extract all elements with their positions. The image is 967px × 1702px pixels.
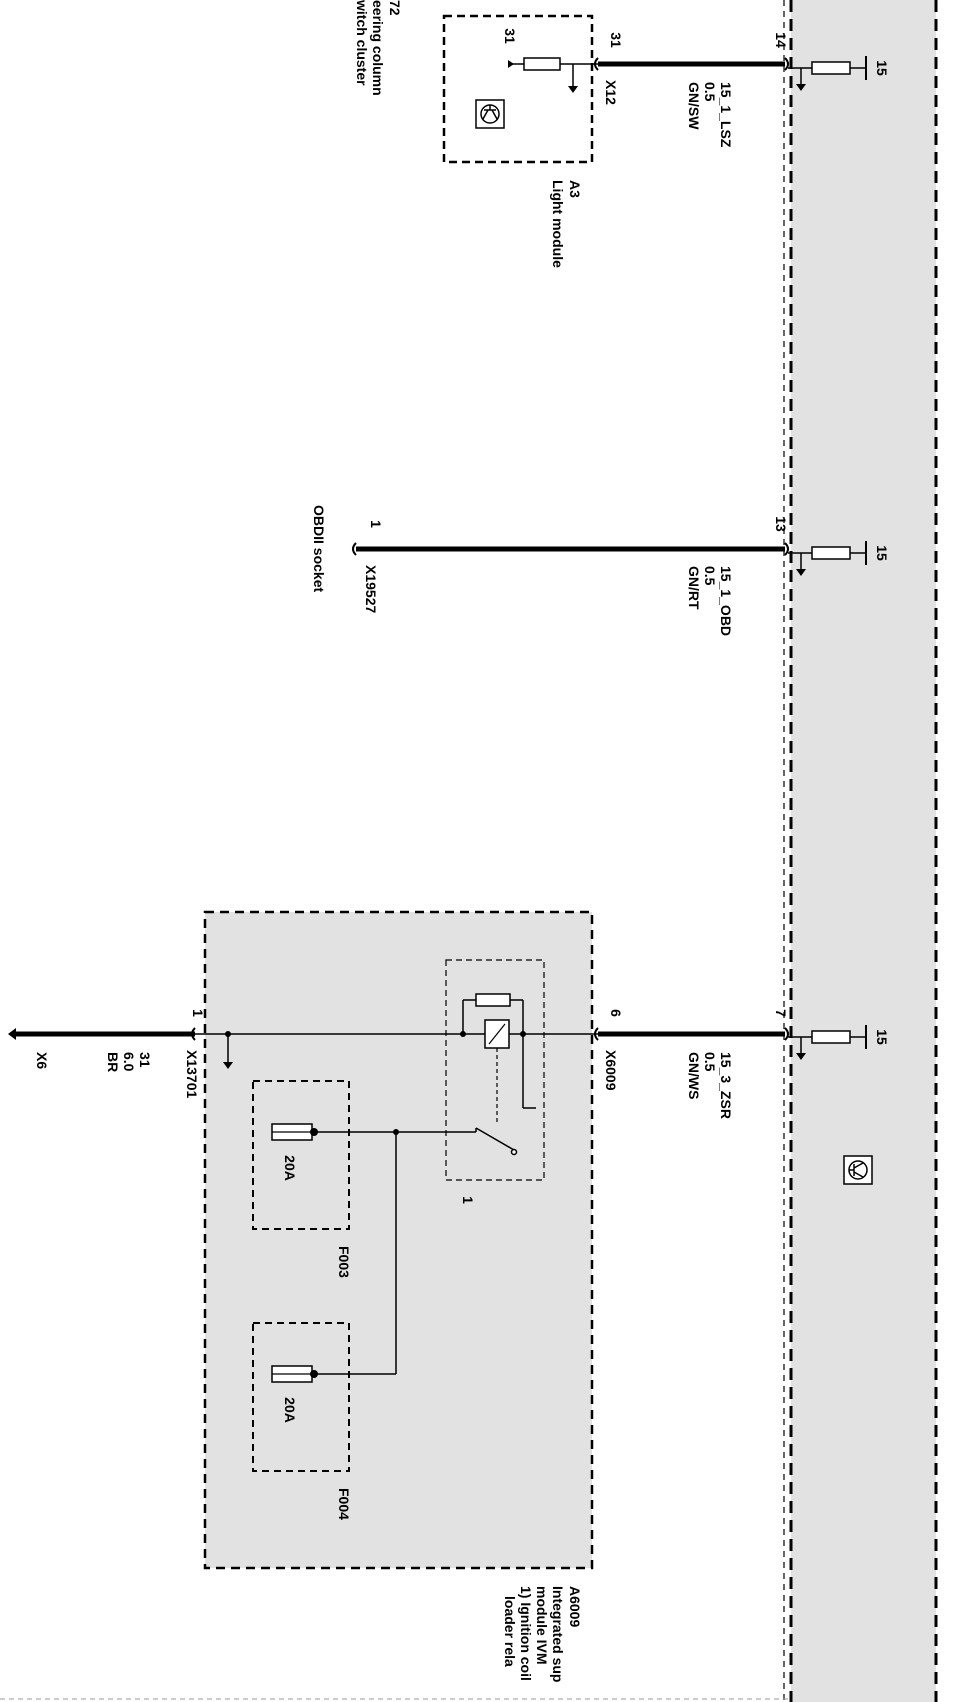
light-module-code: A3 xyxy=(567,180,583,198)
light-module-name: Light module xyxy=(550,180,566,268)
steering-column-label-2: witch cluster xyxy=(354,0,370,86)
steering-column-code: 72 xyxy=(387,0,403,16)
ground-wire-name: 31 xyxy=(137,1052,153,1068)
light-module-connector: X12 xyxy=(603,80,619,105)
fuse-f004-rating: 20A xyxy=(282,1397,298,1423)
wire-2-pin: 13 xyxy=(773,516,789,532)
right-module xyxy=(783,0,938,1702)
ivm-input-connector: X6009 xyxy=(603,1050,619,1091)
terminal-15-branch-2 xyxy=(788,541,867,576)
wire-2-name: 15_1_OBD xyxy=(718,566,734,636)
fuse-f003-name: F003 xyxy=(336,1246,352,1278)
fuse-f003-rating: 20A xyxy=(282,1155,298,1181)
ground-wire-color: BR xyxy=(105,1052,121,1072)
terminal-15-label-3: 15 xyxy=(874,1029,890,1045)
terminal-15-branch-3 xyxy=(788,1025,867,1060)
ivm-desc-2: module IVM xyxy=(534,1586,550,1665)
terminal-15-label-2: 15 xyxy=(874,545,890,561)
ground-wire-gauge: 6.0 xyxy=(121,1052,137,1072)
ground-connector: X6 xyxy=(34,1052,50,1069)
ivm-desc-1: Integrated sup xyxy=(550,1586,566,1682)
wire-1-color: GN/SW xyxy=(686,82,702,130)
terminal-15-branch-1 xyxy=(788,56,867,91)
wire-3-color: GN/WS xyxy=(686,1052,702,1099)
light-module-icon xyxy=(475,99,505,129)
ivm-output-connector: X13701 xyxy=(184,1050,200,1098)
relay-label: 1 xyxy=(460,1196,476,1204)
terminal-15-label-1: 15 xyxy=(874,60,890,76)
obd-pin: 1 xyxy=(368,520,384,528)
obd-connector: X19527 xyxy=(363,565,379,613)
obd-socket-name: OBDII socket xyxy=(311,505,327,592)
wire-1-pin: 14 xyxy=(773,32,789,48)
light-module xyxy=(442,14,598,164)
light-module-pin-inner: 31 xyxy=(502,28,518,44)
wire-2-color: GN/RT xyxy=(686,566,702,610)
ivm-desc-4: loader rela xyxy=(502,1596,518,1667)
ivm-code: A6009 xyxy=(567,1586,583,1627)
control-unit-icon xyxy=(843,1155,873,1185)
ivm-input-pin: 6 xyxy=(608,1009,624,1017)
wire-1-gauge: 0.5 xyxy=(702,82,718,102)
wire-3-pin: 7 xyxy=(773,1009,789,1017)
wire-3-gauge: 0.5 xyxy=(702,1052,718,1072)
light-module-pin-outer: 31 xyxy=(608,32,624,48)
wire-3-name: 15_3_ZSR xyxy=(718,1052,734,1119)
wire-1-name: 15_1_LSZ xyxy=(718,82,734,148)
ivm-module xyxy=(195,910,598,1570)
ivm-desc-3: 1) Ignition coil xyxy=(518,1586,534,1681)
wire-2-gauge: 0.5 xyxy=(702,566,718,586)
steering-column-label-1: eering column xyxy=(370,0,386,96)
ivm-output-pin: 1 xyxy=(190,1009,206,1017)
fuse-f004-name: F004 xyxy=(336,1488,352,1520)
